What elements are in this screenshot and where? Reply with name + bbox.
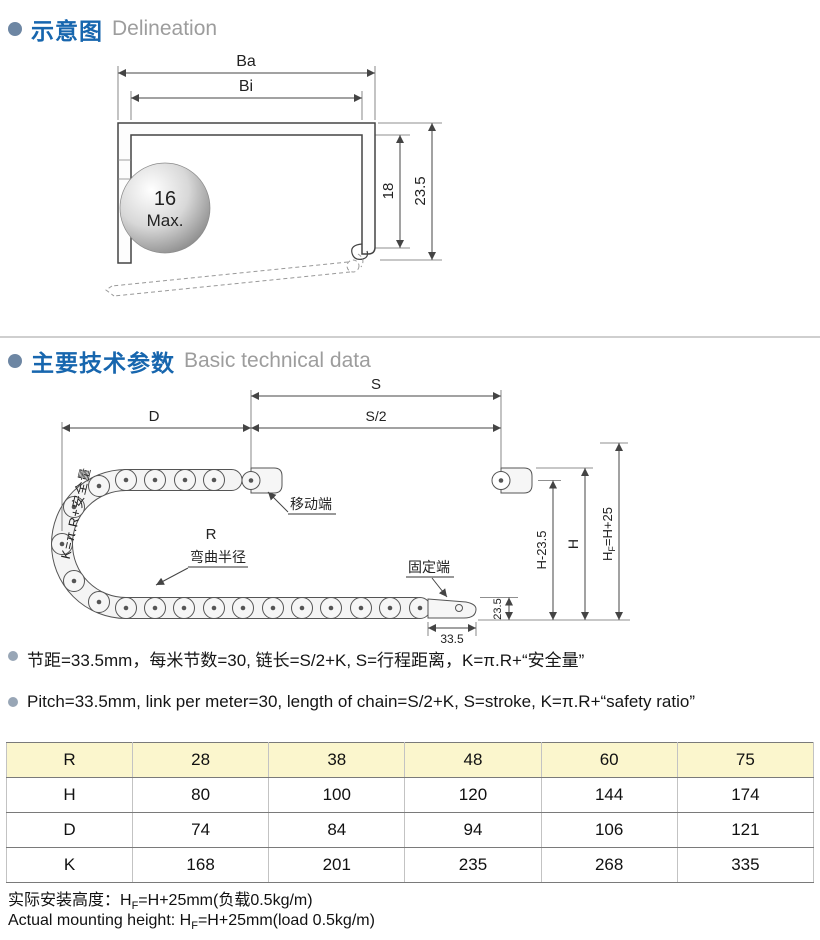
label-r: R [206,526,217,543]
table-cell: 268 [540,847,678,883]
subscript: F [131,900,139,913]
dim-label-18: 18 [380,183,397,200]
max-cable-sphere [119,162,211,254]
dim-label-h-minus: H-23.5 [534,530,549,569]
section-title-cn: 主要技术参数 [31,350,175,376]
dim-label-ba: Ba [236,53,256,70]
table-cell: 38 [268,742,406,778]
label-fixed-end: 固定端 [408,559,450,575]
note-en: Pitch=33.5mm, link per meter=30, length … [8,692,695,712]
row-label: K [6,847,133,883]
fixed-end-bracket [427,598,477,619]
dim-label-bi: Bi [239,78,253,95]
sphere-unit: Max. [147,211,184,230]
dim-label-pitch: 33.5 [440,632,464,646]
table-cell: 48 [404,742,542,778]
section-bullet-icon [8,22,22,36]
dim-label-h: H [565,539,581,549]
table-cell: 74 [131,812,270,848]
table-cell: 75 [676,742,815,778]
section-title-cn: 示意图 [31,18,103,44]
table-row-d: D 74 84 94 106 121 [6,812,815,848]
dim-label-hf: HF=H+25 [600,507,617,561]
table-cell: 84 [268,812,406,848]
table-cell: 144 [540,777,678,813]
dimension-lines [118,69,436,260]
table-cell: 335 [676,847,815,883]
dim-label-s: S [371,378,381,393]
carrier-cross-section [117,122,376,264]
cable-chain [51,469,431,619]
dim-label-23-5: 23.5 [412,176,429,205]
spec-table: R 28 38 48 60 75 H 80 100 120 144 174 D … [6,742,815,883]
table-cell: 28 [131,742,270,778]
link-hook [351,243,369,260]
table-cell: 121 [676,812,815,848]
table-cell: 201 [268,847,406,883]
row-label: H [6,777,133,813]
note-cn: 节距=33.5mm，每米节数=30, 链长=S/2+K, S=行程距离，K=π.… [8,646,584,671]
chain-layout-drawing: S S/2 D R 弯曲半径 移动端 固定端 H-23.5 H HF=H+25 … [51,378,630,646]
section-title-en: Basic technical data [184,349,371,372]
table-cell: 60 [540,742,678,778]
table-cell: 120 [404,777,542,813]
table-row-h: H 80 100 120 144 174 [6,777,815,813]
section-bullet-icon [8,354,22,368]
moving-end-bracket [241,467,283,494]
mounting-height-note-cn: 实际安装高度：HF=H+25mm(负载0.5kg/m) [8,886,313,912]
table-cell: 100 [268,777,406,813]
table-cell: 174 [676,777,815,813]
table-row-k: K 168 201 235 268 335 [6,847,815,883]
text: =H+25mm(load 0.5kg/m) [197,912,375,929]
table-cell: 94 [404,812,542,848]
table-cell: 106 [540,812,678,848]
dim-label-d: D [149,408,160,425]
sphere-value: 16 [154,188,176,210]
moving-end-far-position [491,467,533,494]
note-cn-text: 节距=33.5mm，每米节数=30, 链长=S/2+K, S=行程距离，K=π.… [27,651,585,670]
dim-label-link-height: 23.5 [492,598,504,619]
table-row-r: R 28 38 48 60 75 [6,742,815,778]
label-bend-radius: 弯曲半径 [190,549,246,565]
delineation-drawing: Ba Bi 18 23.5 16 Max. [105,53,442,297]
section-header-delineation: 示意图 Delineation [8,12,217,46]
opened-link-sketch [105,253,364,297]
text: Actual mounting height: H [8,912,192,929]
dimension-lines [62,392,623,632]
label-moving-end: 移动端 [290,496,332,512]
mounting-height-note-en: Actual mounting height: HF=H+25mm(load 0… [8,912,375,932]
text: =H+25mm(负载0.5kg/m) [138,892,313,909]
fixed-end-leader [431,577,448,598]
note-bullet-icon [8,697,18,707]
section-divider [0,336,820,338]
note-en-text: Pitch=33.5mm, link per meter=30, length … [27,692,695,711]
row-label: R [6,742,133,778]
note-bullet-icon [8,651,18,661]
subscript: F [191,920,198,933]
text: 实际安装高度：H [8,892,132,909]
row-label: D [6,812,133,848]
moving-end-leader [267,491,289,513]
section-title-en: Delineation [112,17,218,40]
dim-label-s2: S/2 [365,408,386,424]
table-cell: 168 [131,847,270,883]
radius-leader-arrow [155,567,189,586]
section-header-technical-data: 主要技术参数 Basic technical data [8,344,371,378]
table-cell: 80 [131,777,270,813]
table-cell: 235 [404,847,542,883]
